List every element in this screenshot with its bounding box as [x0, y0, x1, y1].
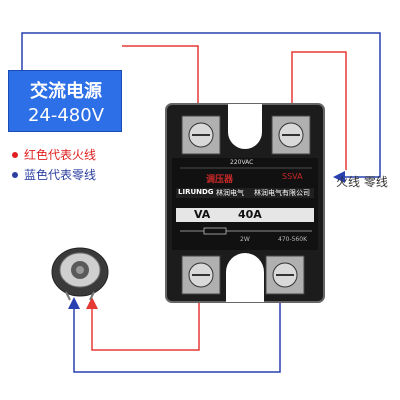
relay-name: 调压器	[206, 175, 234, 185]
relay-resistor-value: 470-560K	[278, 236, 308, 243]
blue-dot-icon	[12, 171, 18, 178]
model-bar	[176, 208, 314, 222]
relay-current: 40A	[238, 208, 262, 221]
power-source-title: 交流电源	[30, 81, 102, 102]
relay-module	[165, 103, 325, 303]
relay-power-tag: SSVA	[282, 172, 303, 181]
side-label: 火线 零线	[336, 175, 388, 189]
potentiometer-icon	[51, 247, 109, 301]
neutral-wire-top	[21, 32, 381, 183]
relay-company: 林润电气有限公司	[254, 189, 310, 197]
legend-neutral-label: 蓝色代表零线	[24, 168, 97, 182]
relay-resistor-spec: 2W	[240, 236, 250, 243]
legend-live: 红色代表火线	[12, 146, 96, 163]
relay-voltage: 220VAC	[230, 159, 254, 166]
legend-neutral: 蓝色代表零线	[12, 166, 96, 183]
live-wire-source-to-relay	[122, 45, 204, 121]
live-wire-right-terminal	[291, 51, 347, 170]
live-wire-output	[86, 290, 200, 351]
red-dot-icon	[12, 151, 18, 158]
relay-brand: LIRUNDG	[178, 188, 214, 196]
relay-model-prefix: VA	[194, 208, 211, 221]
relay-brand-cn: 林润电气	[216, 189, 244, 197]
power-source-range: 24-480V	[27, 105, 105, 126]
neutral-wire-output	[68, 295, 281, 373]
power-source-box: 交流电源 24-480V	[8, 70, 122, 132]
legend-live-label: 红色代表火线	[24, 148, 97, 162]
